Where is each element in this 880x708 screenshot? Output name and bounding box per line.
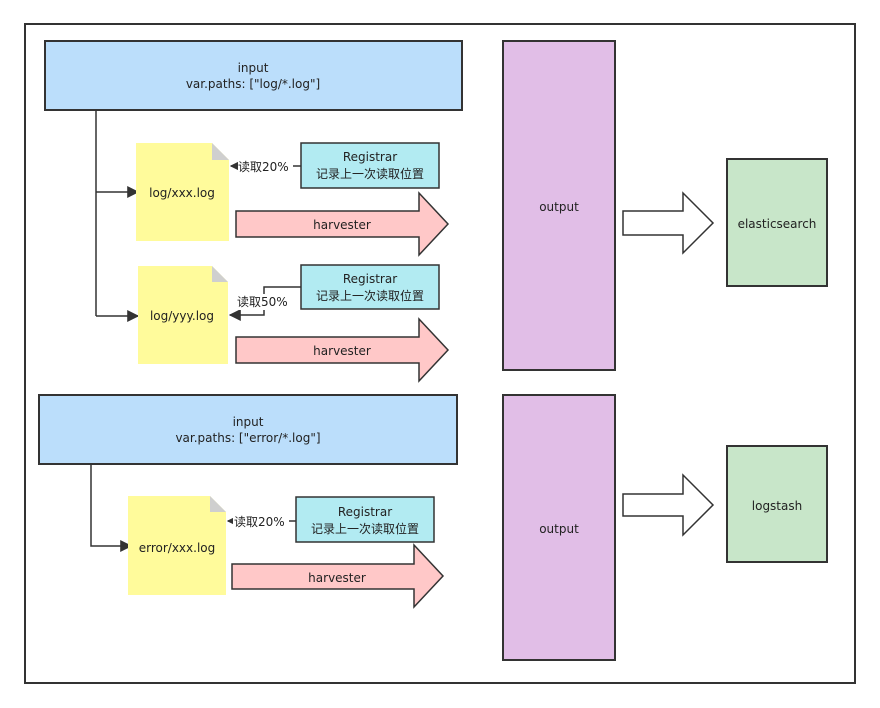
input-title: input [238, 61, 269, 75]
harvester-arrow-2: harvester [235, 317, 450, 383]
input-title: input [233, 415, 264, 429]
harvester-arrow-3: harvester [231, 543, 445, 609]
harvester-arrow-1: harvester [235, 191, 450, 257]
output-box-1: output [502, 40, 616, 371]
read-progress-label: 读取20% [234, 515, 285, 529]
file-log-yyy: log/yyy.log [138, 266, 228, 364]
input-box-2: input var.paths: ["error/*.log"] [38, 394, 458, 465]
harvester-label: harvester [313, 344, 371, 358]
registrar-box-1: Registrar 记录上一次读取位置 [300, 142, 440, 189]
registrar-title: Registrar [343, 272, 397, 286]
destination-label: logstash [752, 499, 802, 513]
harvester-label: harvester [313, 218, 371, 232]
output-arrow-1 [622, 191, 715, 255]
output-arrow-2 [622, 473, 715, 537]
output-label: output [539, 200, 579, 214]
output-box-2: output [502, 394, 616, 661]
read-label-bg [233, 513, 289, 529]
read-progress-label: 读取50% [237, 295, 288, 309]
file-log-xxx: log/xxx.log [136, 143, 229, 241]
arrow-to-file-3 [90, 464, 133, 552]
file-error-xxx: error/xxx.log [128, 496, 226, 595]
file-name: log/yyy.log [150, 309, 214, 323]
input-paths: var.paths: ["error/*.log"] [175, 431, 320, 445]
registrar-box-2: Registrar 记录上一次读取位置 [300, 264, 440, 310]
input-paths: var.paths: ["log/*.log"] [186, 77, 320, 91]
registrar-subtitle: 记录上一次读取位置 [316, 166, 424, 181]
file-name: log/xxx.log [149, 186, 215, 200]
registrar-subtitle: 记录上一次读取位置 [316, 288, 424, 303]
input-box-1: input var.paths: ["log/*.log"] [44, 40, 463, 111]
file-name: error/xxx.log [139, 541, 216, 555]
registrar-title: Registrar [343, 150, 397, 164]
destination-logstash: logstash [726, 445, 828, 563]
registrar-subtitle: 记录上一次读取位置 [311, 521, 419, 536]
registrar-box-3: Registrar 记录上一次读取位置 [295, 496, 435, 543]
read-label-bg [236, 294, 292, 310]
output-label: output [539, 522, 579, 536]
read-progress-label: 读取20% [238, 160, 289, 174]
destination-elasticsearch: elasticsearch [726, 158, 828, 287]
harvester-label: harvester [308, 571, 366, 585]
registrar-title: Registrar [338, 505, 392, 519]
read-label-bg [238, 158, 293, 174]
destination-label: elasticsearch [738, 217, 817, 231]
